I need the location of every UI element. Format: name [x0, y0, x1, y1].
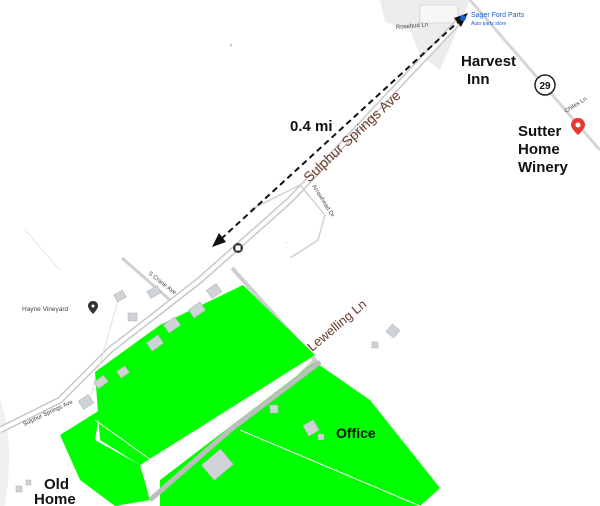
- building: [113, 289, 127, 303]
- old-home-line-1: Old: [44, 476, 69, 493]
- highway-29-shield: 29: [534, 74, 556, 96]
- sager-ford-type: Auto parts store: [471, 21, 507, 27]
- map-mark: ᵥ: [229, 42, 232, 48]
- sager-ford-name[interactable]: Sager Ford Parts: [471, 12, 525, 19]
- building: [188, 301, 206, 319]
- parcel-west[interactable]: [60, 410, 150, 506]
- old-home-line-2: Home: [34, 491, 76, 506]
- sutter-home-line-1: Sutter: [518, 123, 562, 140]
- building: [127, 312, 138, 322]
- building: [419, 4, 459, 24]
- building: [371, 341, 379, 349]
- highway-number: 29: [539, 81, 551, 92]
- building: [163, 316, 181, 334]
- road-label-rosebud: Rosebud Ln: [396, 22, 429, 31]
- harvest-inn-line-2: Inn: [467, 71, 490, 88]
- hayne-vineyard-pin-icon[interactable]: [88, 301, 98, 314]
- harvest-inn-line-1: Harvest: [461, 53, 516, 70]
- building: [146, 285, 162, 299]
- building: [385, 323, 401, 339]
- crane-ave-road: [121, 256, 171, 302]
- sutter-home-line-2: Home: [518, 141, 560, 158]
- building: [205, 283, 223, 299]
- building: [15, 485, 23, 493]
- parcel-divider: [239, 429, 421, 506]
- sager-ford-pin-icon[interactable]: [460, 15, 466, 21]
- office-label: Office: [336, 425, 376, 441]
- distance-line: [220, 20, 460, 240]
- sutter-home-pin-icon[interactable]: [571, 118, 585, 135]
- parcel-divider: [94, 419, 159, 466]
- parcel-north[interactable]: [95, 285, 315, 465]
- building: [201, 448, 234, 481]
- building: [317, 433, 325, 441]
- building: [269, 404, 279, 414]
- building: [116, 365, 130, 379]
- bus-stop-icon[interactable]: [233, 243, 243, 253]
- distance-label: 0.4 mi: [290, 118, 333, 135]
- internal-road: [148, 360, 322, 502]
- sulphur-springs-road: [0, 18, 462, 432]
- parcel-south[interactable]: [160, 362, 440, 506]
- map-mark: ·: [286, 240, 288, 246]
- building: [25, 479, 32, 486]
- building: [146, 334, 164, 352]
- arrowhead-road: [249, 184, 326, 259]
- sutter-home-line-3: Winery: [518, 159, 569, 176]
- distance-arrow-start: [212, 233, 226, 247]
- office-building: [302, 419, 320, 437]
- terrain-line: [24, 229, 61, 271]
- building: [93, 374, 109, 390]
- building: [77, 394, 95, 410]
- hayne-vineyard-label[interactable]: Hayne Vineyard: [22, 306, 69, 313]
